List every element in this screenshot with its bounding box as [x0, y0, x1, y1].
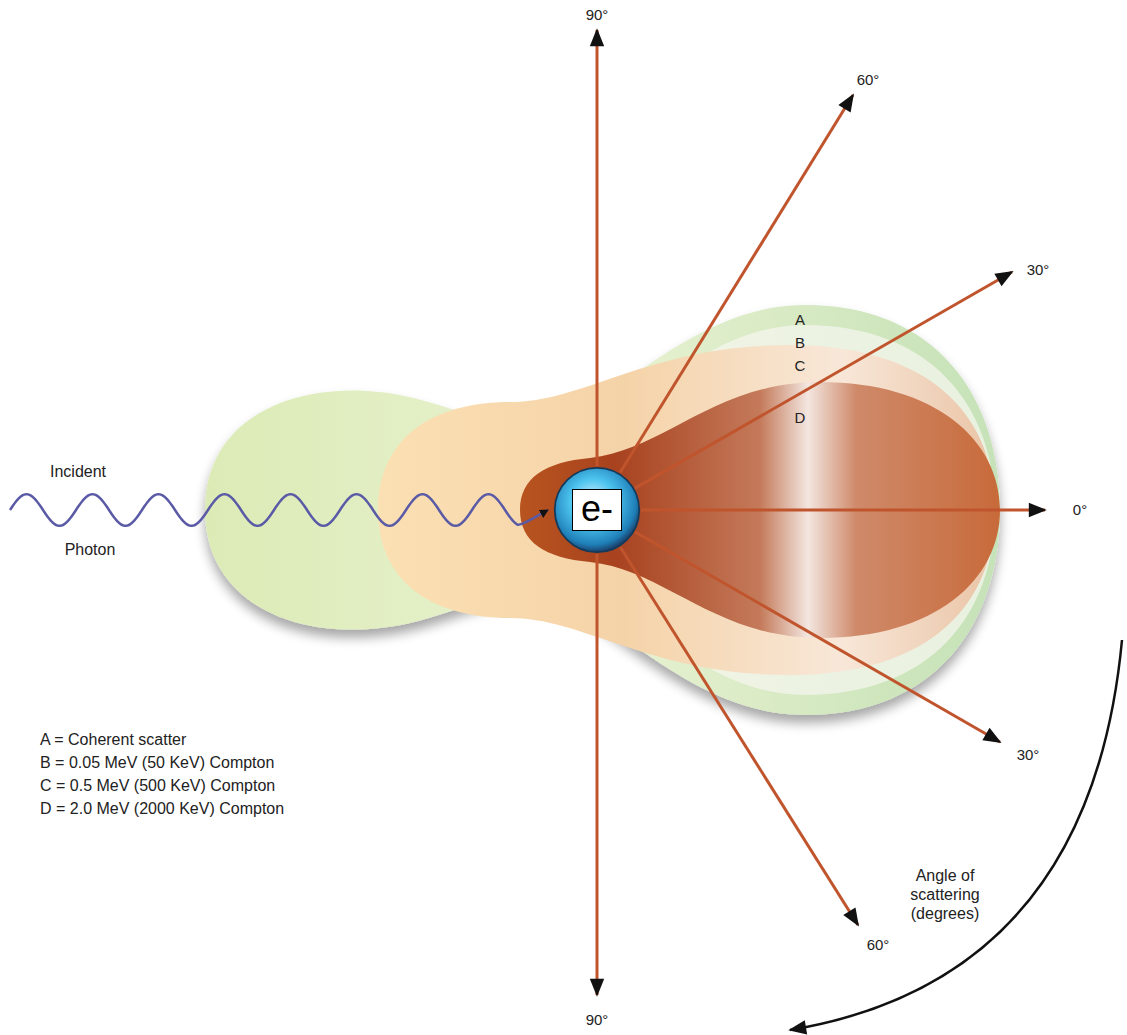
angle-label: 30° — [1027, 261, 1050, 279]
scatter-ray — [635, 532, 1000, 742]
lobe-letter: B — [795, 334, 805, 352]
scatter-ray — [620, 95, 853, 473]
legend-text: C = 0.5 MeV (500 KeV) Compton — [40, 776, 275, 795]
photon-wave — [10, 494, 548, 526]
legend-text: B = 0.05 MeV (50 KeV) Compton — [40, 753, 274, 772]
scatter-ray — [596, 554, 599, 995]
legend-text: D = 2.0 MeV (2000 KeV) Compton — [40, 799, 284, 818]
angle-label: 60° — [867, 936, 890, 954]
photon-label: Incident — [50, 462, 106, 481]
scatter-ray — [635, 272, 1012, 488]
angle-label: 30° — [1017, 746, 1040, 764]
photon-label: Photon — [65, 540, 116, 559]
scatter-ray — [596, 30, 599, 466]
angle-label: 90° — [586, 1011, 609, 1029]
scatter-ray — [641, 509, 1045, 512]
lobe-letter: A — [795, 311, 805, 329]
lobe-letter: D — [795, 409, 806, 427]
angle-label: 60° — [857, 71, 880, 89]
electron-body — [555, 468, 639, 552]
axis-caption: Angle of scattering (degrees) — [895, 866, 995, 924]
angle-arc — [790, 640, 1122, 1030]
legend-text: A = Coherent scatter — [40, 730, 186, 749]
angle-label: 90° — [586, 6, 609, 24]
lobe-letter: C — [795, 357, 806, 375]
electron-circle: e- — [553, 466, 641, 554]
scatter-ray — [620, 547, 858, 925]
electron-label: e- — [572, 489, 622, 531]
electron-text-holder: e- — [553, 466, 641, 554]
angle-label: 0° — [1073, 501, 1087, 519]
